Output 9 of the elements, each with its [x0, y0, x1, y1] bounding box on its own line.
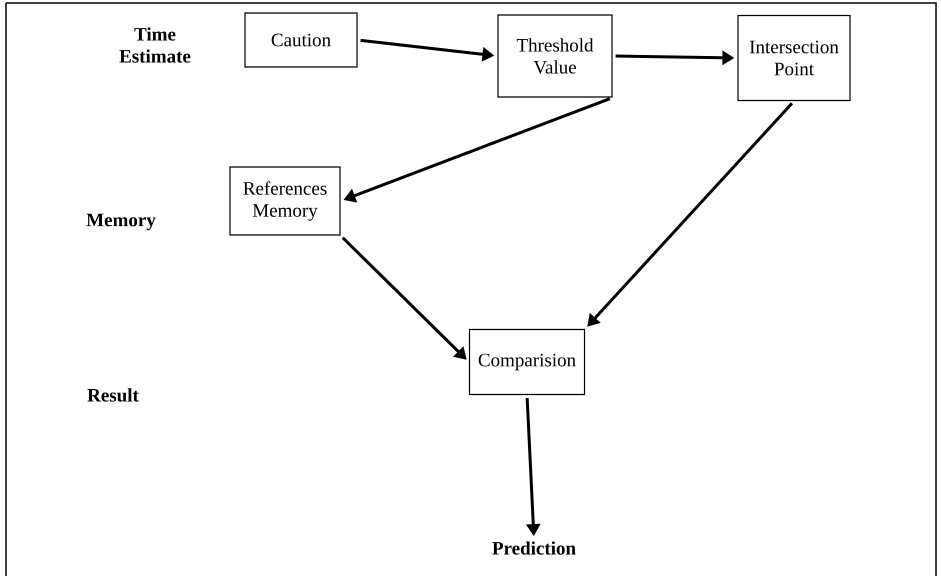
- row-label: Result: [87, 388, 139, 402]
- row-label: Time Estimate: [119, 27, 190, 63]
- process-box: References Memory: [229, 166, 341, 236]
- process-box: Intersection Point: [737, 14, 851, 102]
- output-text: Prediction: [492, 541, 576, 555]
- process-box: Caution: [244, 12, 358, 68]
- row-label: Memory: [86, 214, 156, 230]
- process-box: Comparision: [468, 328, 586, 396]
- process-box: Threshold Value: [497, 14, 613, 98]
